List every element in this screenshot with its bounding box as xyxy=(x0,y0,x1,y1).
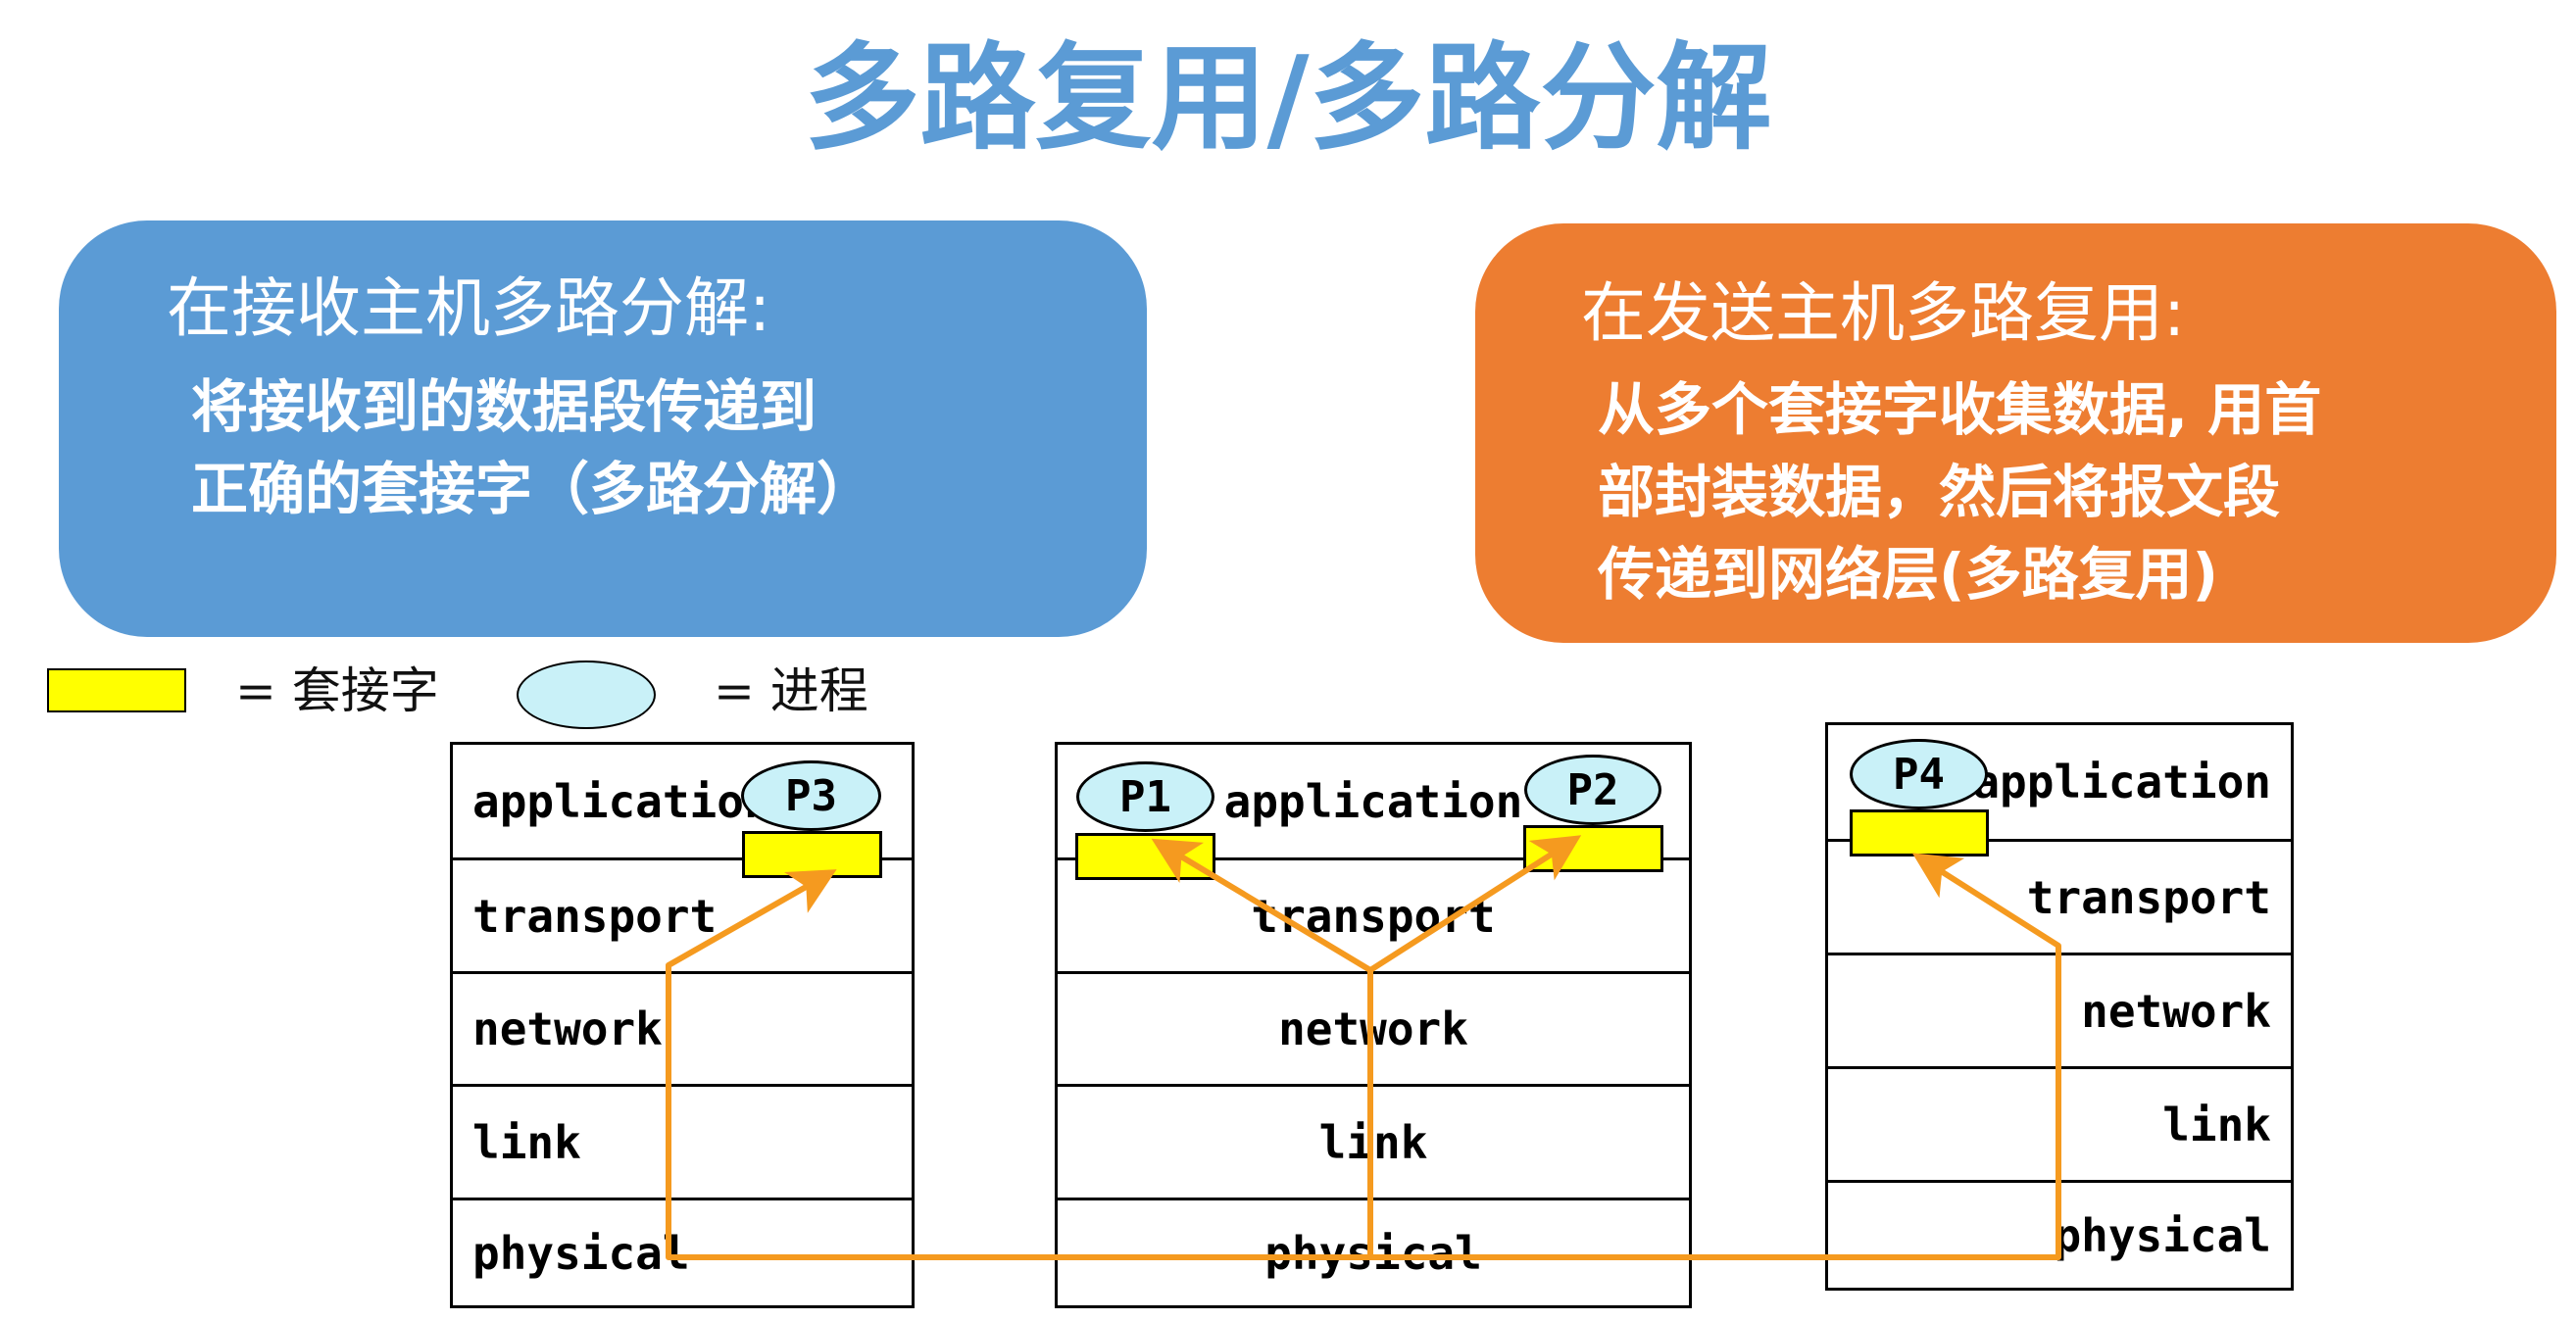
legend-process-label: = 进程 xyxy=(714,662,868,719)
host-stack-1: application transport network link physi… xyxy=(450,742,915,1308)
demux-callout: 在接收主机多路分解: 将接收到的数据段传递到 正确的套接字（多路分解） xyxy=(59,220,1147,637)
layer-application: application xyxy=(472,774,771,828)
layer-physical: physical xyxy=(1828,1180,2291,1288)
process-p2: P2 xyxy=(1524,755,1661,825)
layer-network: network xyxy=(453,971,912,1084)
layer-network: network xyxy=(1828,953,2291,1066)
layer-physical: physical xyxy=(1058,1198,1689,1305)
legend-socket-swatch xyxy=(47,668,186,712)
page-title: 多路复用/多路分解 xyxy=(804,30,1772,166)
legend-socket-label: = 套接字 xyxy=(235,662,439,719)
process-p3: P3 xyxy=(741,760,881,831)
layer-transport: transport xyxy=(1828,839,2291,953)
mux-body: 从多个套接字收集数据, 用首 部封装数据，然后将报文段 传递到网络层(多路复用) xyxy=(1598,376,2322,609)
layer-application: application xyxy=(1223,774,1523,828)
demux-body: 将接收到的数据段传递到 正确的套接字（多路分解） xyxy=(191,373,874,523)
layer-link: link xyxy=(453,1084,912,1198)
socket-p1 xyxy=(1075,833,1215,880)
socket-p2 xyxy=(1523,825,1663,872)
mux-heading: 在发送主机多路复用: xyxy=(1581,275,2186,351)
legend-process-ellipse xyxy=(517,660,656,729)
socket-p4 xyxy=(1850,809,1989,856)
layer-network: network xyxy=(1058,971,1689,1084)
socket-p3 xyxy=(742,831,882,878)
process-p1: P1 xyxy=(1076,761,1214,832)
mux-callout: 在发送主机多路复用: 从多个套接字收集数据, 用首 部封装数据，然后将报文段 传… xyxy=(1475,223,2556,643)
layer-link: link xyxy=(1828,1066,2291,1180)
process-p4: P4 xyxy=(1850,739,1988,809)
layer-physical: physical xyxy=(453,1198,912,1305)
layer-application: application xyxy=(1972,756,2271,808)
demux-heading: 在接收主机多路分解: xyxy=(167,270,771,346)
layer-link: link xyxy=(1058,1084,1689,1198)
